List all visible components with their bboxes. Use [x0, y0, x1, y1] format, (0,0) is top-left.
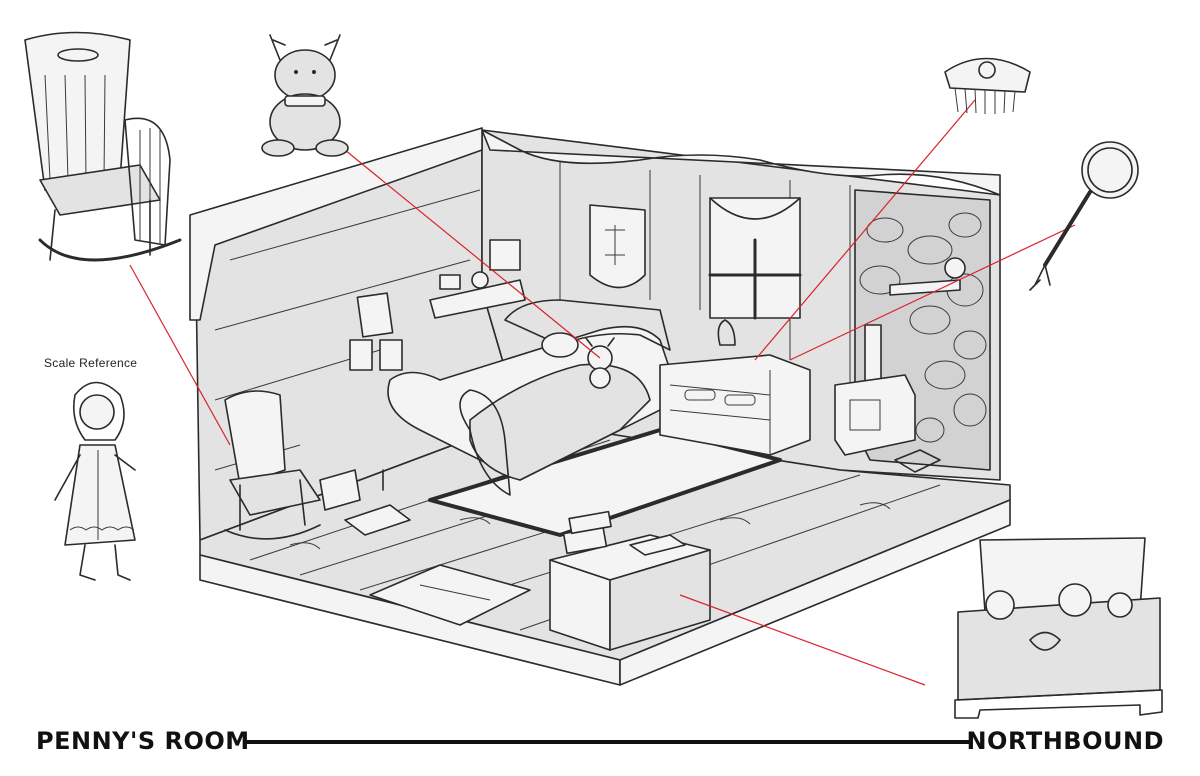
callout-line-comb — [754, 99, 976, 361]
callout-line-plush — [344, 149, 601, 359]
callout-line-mirror — [789, 224, 1076, 361]
wood-stove — [834, 257, 966, 473]
toy-chest-detail — [954, 537, 1163, 719]
left-wall-decor — [349, 239, 526, 371]
rug — [428, 428, 782, 537]
sheet-title: PENNY'S ROOM — [36, 727, 250, 755]
roof-slope — [189, 127, 483, 321]
room-furniture — [224, 197, 966, 651]
callout-line-chair — [129, 264, 231, 446]
comb-detail — [944, 57, 1031, 114]
floor-mat — [369, 564, 531, 626]
rocking-chair-detail — [24, 31, 182, 262]
plush-reindeer-detail — [261, 34, 349, 157]
floor-edge-right — [619, 499, 1011, 686]
footer-rule — [243, 740, 971, 744]
room-toy-chest — [549, 510, 711, 651]
callout-lines — [129, 99, 1076, 686]
wall-banner — [589, 204, 646, 289]
floor-books — [319, 469, 411, 536]
window — [708, 197, 802, 320]
hand-mirror-detail — [1029, 141, 1139, 291]
scale-reference-label: Scale Reference — [44, 356, 138, 370]
room-rocking-chair — [224, 390, 321, 540]
scale-reference-figure — [54, 381, 136, 581]
callout-line-chest — [679, 594, 926, 686]
stones — [859, 212, 987, 443]
project-name: NORTHBOUND — [966, 727, 1164, 755]
ceiling-beam — [481, 129, 1001, 196]
dresser — [659, 319, 811, 456]
